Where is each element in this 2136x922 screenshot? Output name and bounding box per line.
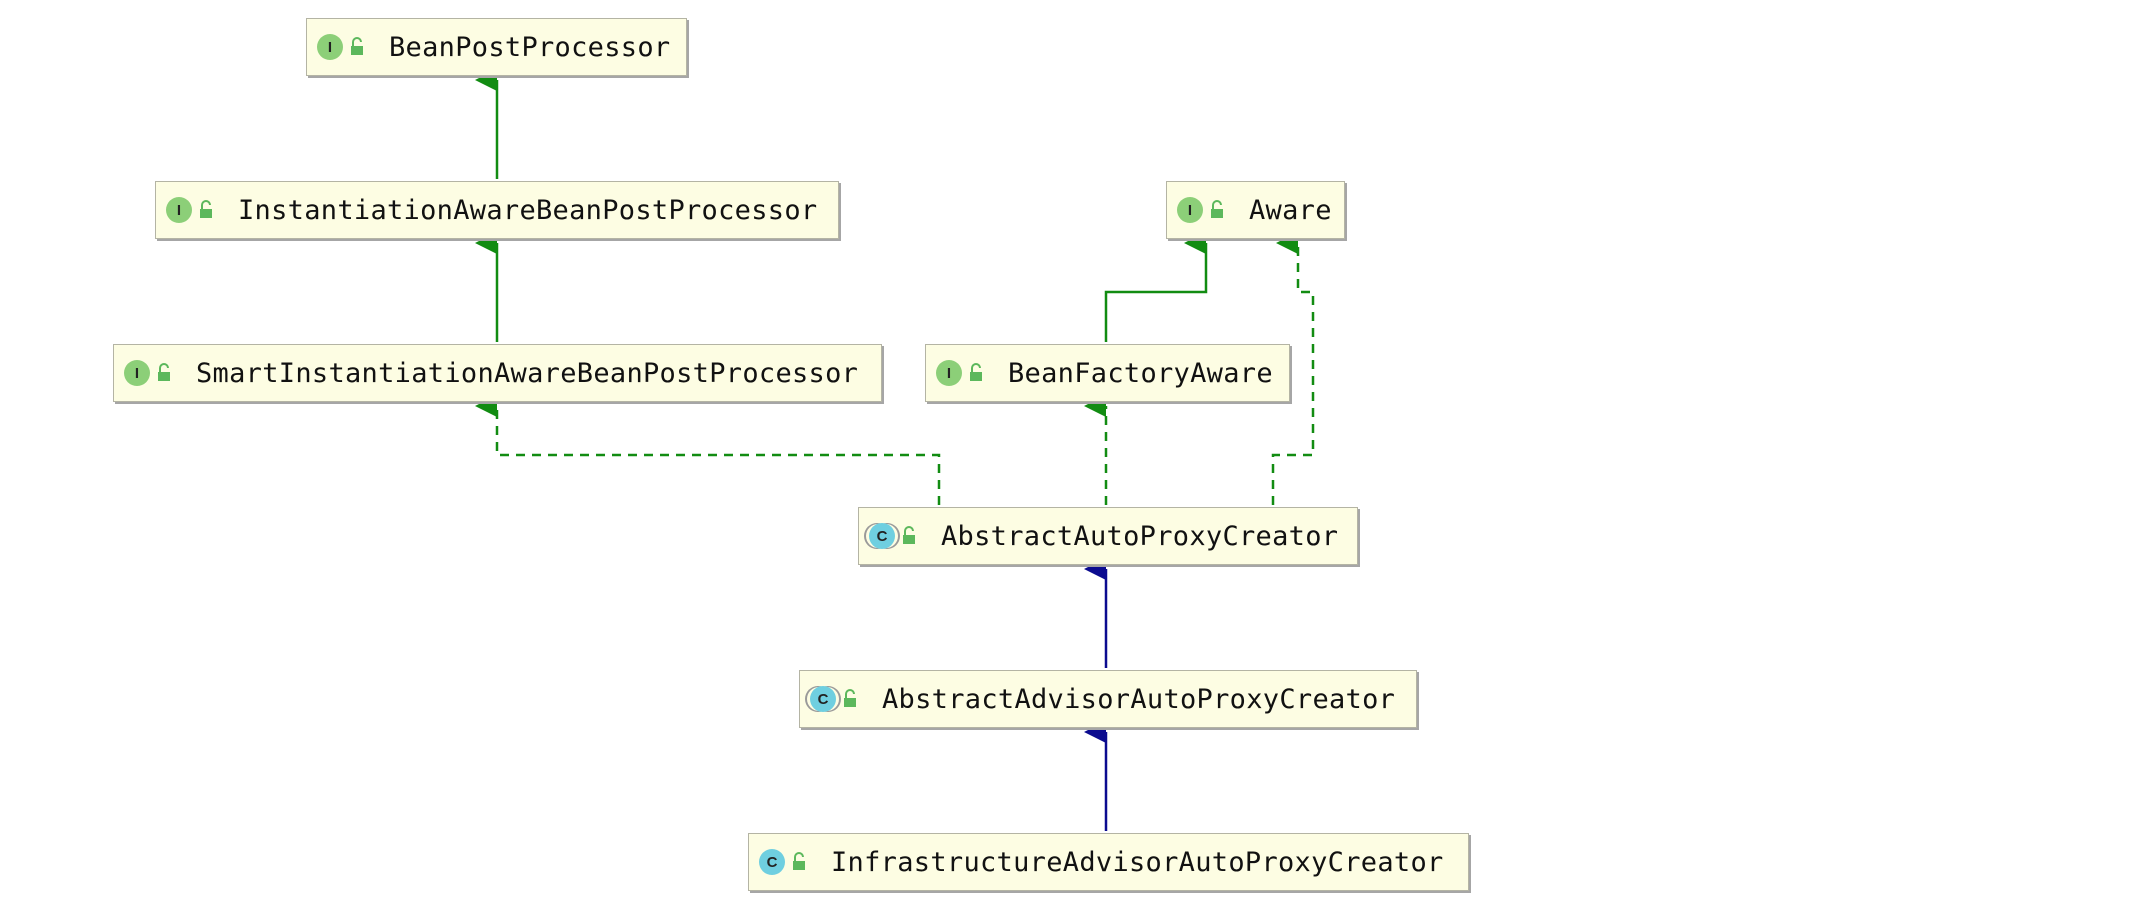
public-lock-icon — [903, 526, 915, 544]
node-label: AbstractAdvisorAutoProxyCreator — [882, 683, 1396, 715]
public-lock-icon — [1211, 200, 1223, 218]
edge-aapc-to-siabpp — [475, 395, 941, 505]
node-bean-factory-aware[interactable]: I BeanFactoryAware — [925, 344, 1290, 402]
node-abstract-advisor-auto-proxy-creator[interactable]: C AbstractAdvisorAutoProxyCreator — [799, 670, 1417, 728]
node-aware[interactable]: I Aware — [1166, 181, 1345, 239]
node-label: InfrastructureAdvisorAutoProxyCreator — [831, 846, 1444, 878]
public-lock-icon — [844, 689, 856, 707]
interface-badge-icon: I — [936, 360, 962, 386]
public-lock-icon — [793, 852, 805, 870]
abstract-class-badge-icon: C — [869, 523, 895, 549]
class-badge-icon: C — [759, 849, 785, 875]
public-lock-icon — [970, 363, 982, 381]
edge-bfa-to-aware — [1104, 232, 1208, 342]
interface-badge-icon: I — [317, 34, 343, 60]
public-lock-icon — [158, 363, 170, 381]
node-label: Aware — [1249, 194, 1332, 226]
node-instantiation-aware-bean-post-processor[interactable]: I InstantiationAwareBeanPostProcessor — [155, 181, 839, 239]
node-label: BeanFactoryAware — [1008, 357, 1273, 389]
abstract-class-badge-icon: C — [810, 686, 836, 712]
public-lock-icon — [351, 37, 363, 55]
node-infrastructure-advisor-auto-proxy-creator[interactable]: C InfrastructureAdvisorAutoProxyCreator — [748, 833, 1469, 891]
node-label: InstantiationAwareBeanPostProcessor — [238, 194, 818, 226]
interface-badge-icon: I — [124, 360, 150, 386]
node-smart-instantiation-aware-bean-post-processor[interactable]: I SmartInstantiationAwareBeanPostProcess… — [113, 344, 882, 402]
node-abstract-auto-proxy-creator[interactable]: C AbstractAutoProxyCreator — [858, 507, 1358, 565]
interface-badge-icon: I — [166, 197, 192, 223]
public-lock-icon — [200, 200, 212, 218]
node-label: AbstractAutoProxyCreator — [941, 520, 1339, 552]
interface-badge-icon: I — [1177, 197, 1203, 223]
node-bean-post-processor[interactable]: I BeanPostProcessor — [306, 18, 687, 76]
node-label: SmartInstantiationAwareBeanPostProcessor — [196, 357, 859, 389]
node-label: BeanPostProcessor — [389, 31, 671, 63]
edge-aapc-to-aware — [1271, 232, 1315, 505]
